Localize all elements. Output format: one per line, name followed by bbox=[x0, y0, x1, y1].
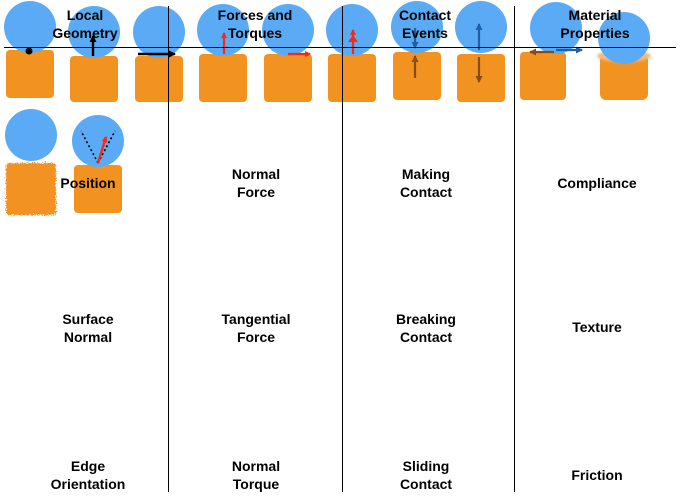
label-line: Normal bbox=[231, 458, 281, 474]
sphere bbox=[72, 115, 125, 167]
sphere bbox=[598, 12, 651, 64]
column-divider bbox=[168, 6, 169, 492]
block bbox=[392, 52, 441, 100]
block bbox=[199, 54, 248, 102]
normal-force-illustration bbox=[197, 4, 250, 102]
label-line: Sliding bbox=[402, 458, 450, 474]
header-line: Contact bbox=[398, 7, 452, 23]
block bbox=[134, 56, 183, 102]
tangential-force-illustration bbox=[261, 4, 314, 102]
label-sliding-contact: Sliding Contact bbox=[341, 457, 511, 493]
sphere bbox=[68, 6, 121, 58]
label-normal-force: Normal Force bbox=[171, 165, 341, 201]
label-line: Friction bbox=[571, 467, 623, 483]
block-rough bbox=[6, 163, 56, 215]
header-line: Geometry bbox=[52, 25, 118, 41]
label-making-contact: Making Contact bbox=[341, 165, 511, 201]
block bbox=[263, 54, 312, 102]
surface-normal-illustration bbox=[68, 6, 121, 102]
label-normal-torque: Normal Torque bbox=[171, 457, 341, 493]
texture-illustration bbox=[5, 109, 57, 215]
label-position: Position bbox=[3, 174, 173, 192]
header-divider bbox=[4, 47, 676, 48]
label-line: Making bbox=[401, 166, 451, 182]
sphere bbox=[261, 4, 314, 56]
contact-point-dot bbox=[25, 47, 33, 55]
sphere bbox=[132, 6, 185, 58]
header-line: Events bbox=[402, 25, 448, 41]
friction-force-arrow-icon bbox=[97, 136, 108, 164]
header-material-properties: Material Properties bbox=[510, 6, 680, 42]
label-breaking-contact: Breaking Contact bbox=[341, 310, 511, 346]
block bbox=[457, 54, 506, 102]
block bbox=[519, 52, 566, 100]
column-divider bbox=[514, 6, 515, 492]
header-line: Material bbox=[568, 7, 622, 23]
label-line: Contact bbox=[399, 184, 453, 200]
block bbox=[70, 56, 119, 102]
label-compliance: Compliance bbox=[512, 174, 680, 192]
label-line: Breaking bbox=[396, 311, 456, 327]
label-line: Position bbox=[60, 175, 116, 191]
normal-torque-illustration bbox=[326, 4, 379, 102]
label-line: Tangential bbox=[221, 311, 291, 327]
label-texture: Texture bbox=[512, 318, 680, 336]
label-tangential-force: Tangential Force bbox=[171, 310, 341, 346]
label-line: Edge bbox=[70, 458, 106, 474]
label-line: Orientation bbox=[50, 476, 126, 492]
sphere bbox=[390, 1, 443, 53]
label-line: Compliance bbox=[557, 175, 637, 191]
label-surface-normal: Surface Normal bbox=[3, 310, 173, 346]
sphere bbox=[5, 109, 57, 161]
breaking-contact-illustration bbox=[455, 1, 508, 102]
friction-illustration bbox=[72, 115, 125, 213]
label-line: Surface bbox=[62, 311, 114, 327]
block bbox=[74, 165, 123, 213]
block bbox=[6, 50, 54, 98]
sliding-contact-illustration bbox=[519, 2, 583, 100]
header-local-geometry: Local Geometry bbox=[0, 6, 170, 42]
column-divider bbox=[342, 6, 343, 492]
header-line: Local bbox=[66, 7, 104, 23]
block-soft bbox=[600, 54, 649, 100]
torque-arrow-head-icon bbox=[348, 35, 359, 42]
sphere bbox=[4, 1, 56, 53]
label-line: Force bbox=[236, 329, 276, 345]
label-line: Contact bbox=[399, 476, 453, 492]
making-contact-illustration bbox=[390, 1, 443, 100]
label-line: Contact bbox=[399, 329, 453, 345]
label-line: Normal bbox=[231, 166, 281, 182]
label-edge-orientation: Edge Orientation bbox=[3, 457, 173, 493]
friction-cone-line bbox=[80, 130, 100, 164]
header-contact-events: Contact Events bbox=[340, 6, 510, 42]
header-forces-and-torques: Forces and Torques bbox=[170, 6, 340, 42]
header-line: Properties bbox=[560, 25, 630, 41]
sphere bbox=[197, 4, 250, 56]
label-friction: Friction bbox=[512, 466, 680, 484]
label-line: Texture bbox=[572, 319, 622, 335]
compliance-illustration bbox=[597, 12, 652, 100]
block bbox=[328, 54, 377, 102]
sphere bbox=[529, 2, 582, 54]
position-illustration bbox=[4, 1, 56, 98]
label-line: Force bbox=[236, 184, 276, 200]
label-line: Torque bbox=[232, 476, 280, 492]
label-line: Normal bbox=[63, 329, 113, 345]
header-line: Torques bbox=[227, 25, 283, 41]
header-line: Forces and bbox=[217, 7, 293, 23]
